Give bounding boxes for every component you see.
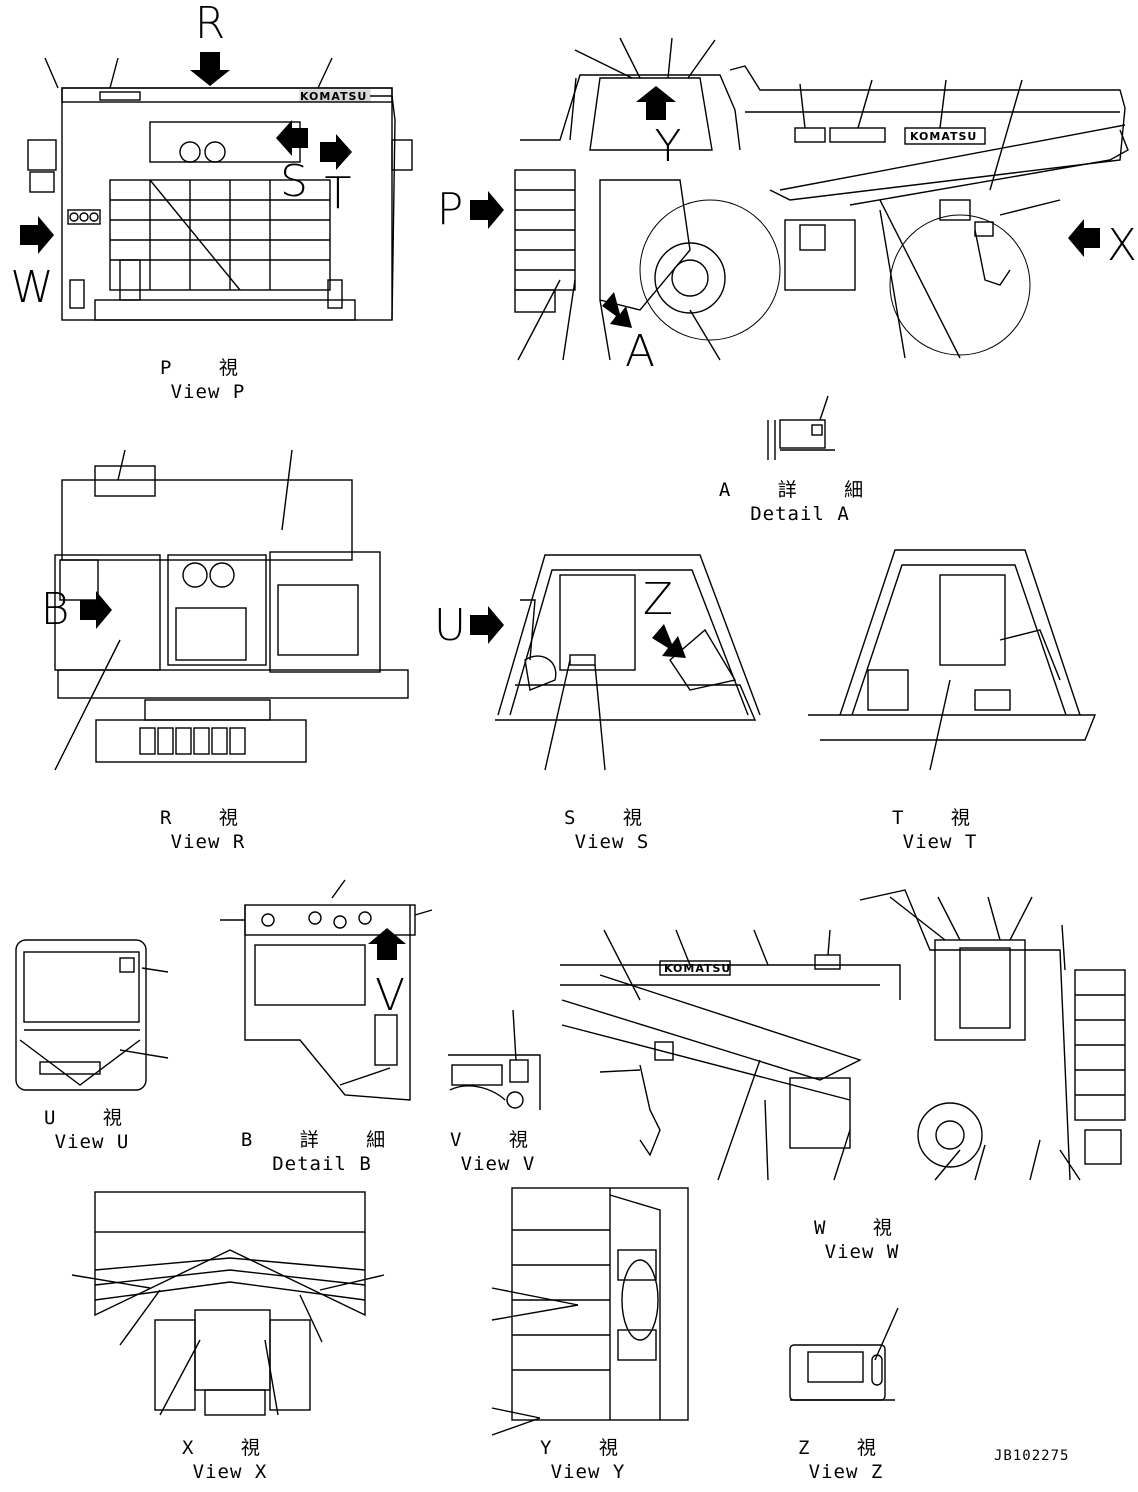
caption-jp: U 視 <box>44 1107 140 1129</box>
caption-jp: R 視 <box>160 807 256 829</box>
view-letter-p: P <box>436 184 464 235</box>
view-letter-v: V <box>374 970 406 1021</box>
caption-jp: X 視 <box>182 1437 278 1459</box>
caption-view-v: V 視 View V <box>450 1128 546 1176</box>
view-u-drawing <box>15 939 169 1091</box>
caption-view-x: X 視 View X <box>182 1436 278 1484</box>
caption-view-p: P 視 View P <box>160 356 256 404</box>
caption-view-u: U 視 View U <box>44 1106 140 1154</box>
view-letter-x: X <box>1106 220 1138 271</box>
view-letter-s: S <box>280 156 308 207</box>
caption-jp: Y 視 <box>540 1437 636 1459</box>
view-r-drawing <box>54 449 409 771</box>
view-letter-t: T <box>324 168 352 219</box>
caption-jp: A 詳 細 <box>718 479 882 501</box>
caption-detail-a: A 詳 細 Detail A <box>719 478 881 526</box>
caption-en: Detail B <box>272 1153 372 1175</box>
caption-jp: T 視 <box>892 807 988 829</box>
caption-en: View T <box>902 831 978 853</box>
view-letter-r: R <box>194 0 226 49</box>
caption-view-z: Z 視 View Z <box>798 1436 894 1484</box>
view-s-drawing <box>495 554 761 771</box>
caption-jp: V 視 <box>450 1129 546 1151</box>
view-w-drawing <box>560 889 1126 1181</box>
view-letter-b: B <box>40 584 70 635</box>
caption-en: View V <box>460 1153 536 1175</box>
caption-jp: S 視 <box>564 807 660 829</box>
view-t-drawing <box>808 549 1097 771</box>
drawing-code: JB102275 <box>994 1448 1070 1464</box>
side-view-drawing <box>514 37 1129 361</box>
caption-jp: P 視 <box>160 357 256 379</box>
caption-en: View Y <box>550 1461 626 1483</box>
caption-view-r: R 視 View R <box>160 806 256 854</box>
view-arrow-icons <box>20 52 1100 960</box>
caption-en: View R <box>170 831 246 853</box>
caption-jp: Z 視 <box>798 1437 894 1459</box>
caption-view-t: T 視 View T <box>892 806 988 854</box>
caption-detail-b: B 詳 細 Detail B <box>241 1128 403 1176</box>
view-z-drawing <box>789 1307 899 1401</box>
caption-en: View P <box>170 381 246 403</box>
caption-en: View U <box>54 1131 130 1153</box>
caption-en: View W <box>824 1241 900 1263</box>
detail-a-drawing <box>767 395 835 460</box>
caption-en: View Z <box>808 1461 884 1483</box>
view-v-drawing <box>448 1009 541 1110</box>
view-letter-w: W <box>10 262 54 313</box>
caption-view-y: Y 視 View Y <box>540 1436 636 1484</box>
view-letter-z: Z <box>642 574 674 625</box>
view-y-drawing <box>491 1187 689 1436</box>
caption-view-w: W 視 View W <box>814 1216 910 1264</box>
detail-b-drawing <box>220 879 433 1101</box>
view-letter-u: U <box>433 600 467 651</box>
caption-en: View X <box>192 1461 268 1483</box>
caption-jp: B 詳 細 <box>240 1129 404 1151</box>
caption-view-s: S 視 View S <box>564 806 660 854</box>
brand-mark-side: KOMATSU <box>910 130 978 143</box>
view-letter-a: A <box>624 326 656 377</box>
view-x-drawing <box>71 1191 385 1416</box>
caption-en: Detail A <box>750 503 850 525</box>
view-letter-y: Y <box>654 121 682 172</box>
caption-en: View S <box>574 831 650 853</box>
brand-mark-w: KOMATSU <box>664 962 732 975</box>
brand-mark-rear: KOMATSU <box>300 90 368 103</box>
view-p-drawing <box>27 57 413 321</box>
caption-jp: W 視 <box>814 1217 910 1239</box>
